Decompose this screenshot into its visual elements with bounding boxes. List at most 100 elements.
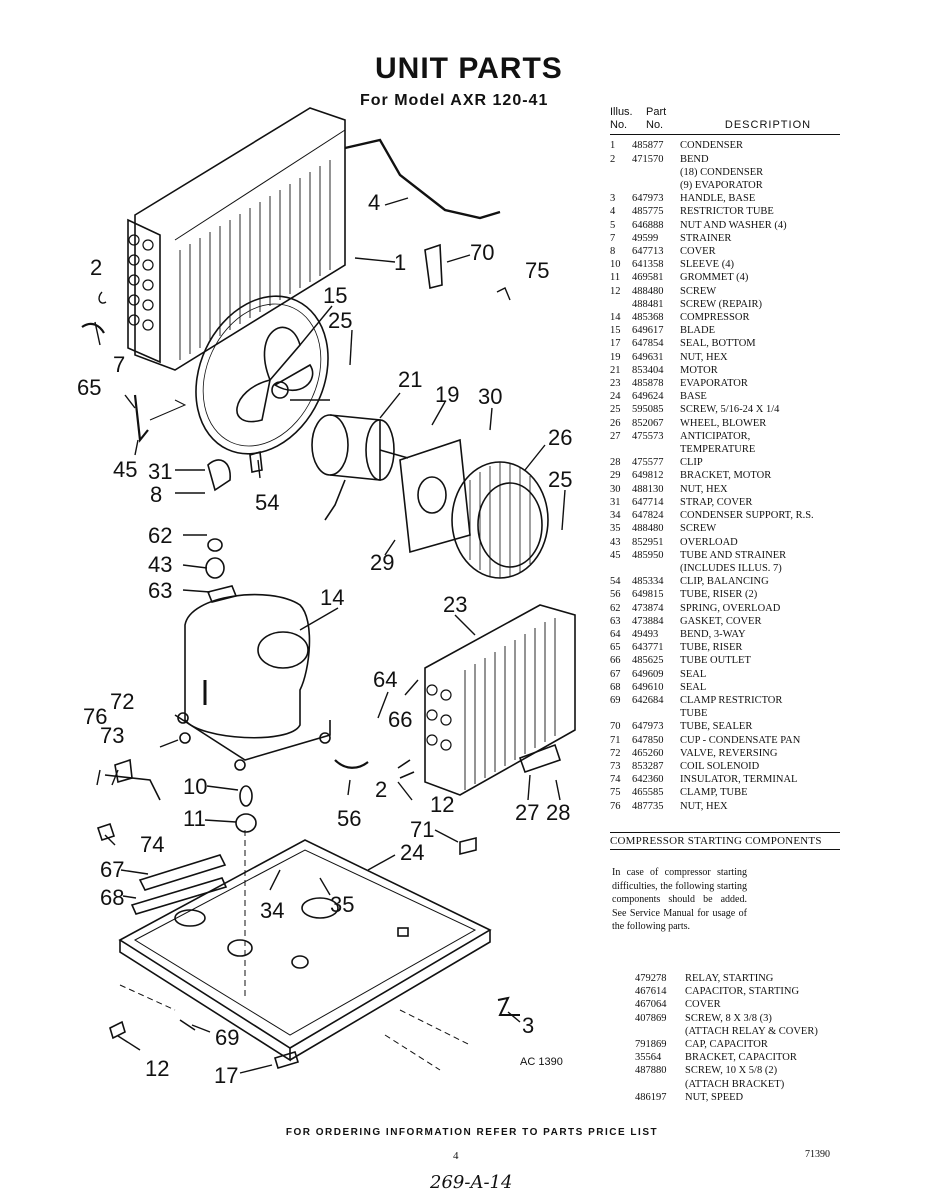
table-row: Tube bbox=[610, 707, 840, 720]
table-row: 69642684Clamp Restrictor bbox=[610, 694, 840, 707]
section-rule bbox=[610, 849, 840, 850]
part-description: Cup - Condensate Pan bbox=[680, 734, 801, 746]
part-number: 595085 bbox=[632, 404, 664, 416]
illus-number: 28 bbox=[610, 457, 621, 469]
part-number: 475577 bbox=[632, 457, 664, 469]
part-number: 488480 bbox=[632, 523, 664, 535]
part-description: Cap, Capacitor bbox=[685, 1039, 768, 1051]
part-description: Screw bbox=[680, 285, 717, 297]
part-number: 853287 bbox=[632, 760, 664, 772]
illus-number: 15 bbox=[610, 325, 621, 337]
table-row: 12488480Screw bbox=[610, 285, 840, 298]
callout-label: 34 bbox=[260, 898, 284, 923]
callout-label: 27 bbox=[515, 800, 539, 825]
callout-label: 43 bbox=[148, 552, 172, 577]
fan-blade-drawing bbox=[195, 295, 329, 455]
compressor-table: 479278Relay, Starting467614Capacitor, St… bbox=[635, 972, 845, 1104]
part-number: 471570 bbox=[632, 153, 664, 165]
illus-number: 30 bbox=[610, 483, 621, 495]
callout-label: 19 bbox=[435, 382, 459, 407]
table-row: Temperature bbox=[610, 443, 840, 456]
callout-label: 24 bbox=[400, 840, 424, 865]
table-row: 67649609Seal bbox=[610, 668, 840, 681]
part-number: 479278 bbox=[635, 973, 667, 984]
part-number: 642684 bbox=[632, 694, 664, 706]
part-description: Anticipator, bbox=[680, 430, 751, 442]
part-number: 487880 bbox=[635, 1065, 667, 1077]
callout-label: 67 bbox=[100, 857, 124, 882]
table-row: (Attach Relay & Cover) bbox=[635, 1025, 845, 1038]
illus-number: 5 bbox=[610, 219, 616, 231]
callout-label: 75 bbox=[525, 258, 549, 283]
part-description: Blade bbox=[680, 325, 715, 337]
part-description: Strainer bbox=[680, 232, 732, 244]
callout-label: 68 bbox=[100, 885, 124, 910]
part-description: Spring, Overload bbox=[680, 602, 781, 614]
part-description: (18) Condenser bbox=[680, 166, 764, 178]
part-description: Bracket, Capacitor bbox=[685, 1052, 797, 1064]
callout-label: 56 bbox=[337, 806, 361, 831]
part-description: Capacitor, Starting bbox=[685, 986, 800, 998]
part-description: Nut, Hex bbox=[680, 800, 728, 812]
part-number: 852951 bbox=[632, 536, 664, 548]
part-description: Tube, Riser (2) bbox=[680, 589, 758, 601]
table-row: 75465585Clamp, Tube bbox=[610, 786, 840, 799]
part-description: Handle, Base bbox=[680, 193, 756, 205]
parts-rows: 1485877Condenser2471570Bend(18) Condense… bbox=[610, 139, 840, 812]
table-row: (Attach Bracket) bbox=[635, 1078, 845, 1091]
part-description: Bracket, Motor bbox=[680, 470, 772, 482]
part-description: Sleeve (4) bbox=[680, 259, 734, 271]
table-row: (Includes Illus. 7) bbox=[610, 562, 840, 575]
callout-label: 25 bbox=[548, 467, 572, 492]
part-number: 852067 bbox=[632, 417, 664, 429]
part-description: Screw bbox=[680, 523, 717, 535]
illus-number: 24 bbox=[610, 391, 621, 403]
illus-number: 66 bbox=[610, 655, 621, 667]
page-number: 4 bbox=[453, 1150, 459, 1162]
illus-number: 75 bbox=[610, 787, 621, 799]
illus-number: 11 bbox=[610, 272, 621, 284]
part-description: Tube, Riser bbox=[680, 642, 743, 654]
callout-label: 73 bbox=[100, 723, 124, 748]
part-number: 475573 bbox=[632, 430, 664, 442]
diagram-callouts: 1 2 2 3 4 7 8 10 11 12 12 14 15 17 19 21… bbox=[77, 190, 572, 1088]
illus-number bbox=[610, 707, 632, 720]
model-subtitle: For Model AXR 120-41 bbox=[360, 92, 549, 109]
col-illus-head: Illus. bbox=[610, 106, 633, 118]
table-row: 749599Strainer bbox=[610, 232, 840, 245]
table-row: 6449493Bend, 3-Way bbox=[610, 628, 840, 641]
table-rule bbox=[610, 134, 840, 136]
table-row: 11469581Grommet (4) bbox=[610, 271, 840, 284]
part-description: Motor bbox=[680, 364, 718, 376]
illus-number bbox=[610, 166, 632, 179]
callout-label: 15 bbox=[323, 283, 347, 308]
callout-label: 8 bbox=[150, 482, 162, 507]
part-number: 647714 bbox=[632, 496, 664, 508]
seal-67-drawing bbox=[138, 854, 227, 891]
part-number: 641358 bbox=[632, 259, 664, 271]
table-row: 35 488480 Screw bbox=[610, 522, 840, 535]
condenser-drawing bbox=[127, 107, 346, 371]
part-number: 49493 bbox=[632, 628, 659, 640]
motor-bracket-drawing bbox=[399, 438, 471, 554]
part-description: Screw, 10 x 5/8 (2) bbox=[685, 1065, 778, 1077]
part-number: 647824 bbox=[632, 510, 664, 522]
part-number: 485950 bbox=[632, 549, 664, 561]
table-row: 488481Screw (Repair) bbox=[610, 298, 840, 311]
callout-label: 65 bbox=[77, 375, 101, 400]
illus-number: 65 bbox=[610, 642, 621, 654]
illus-number: 72 bbox=[610, 747, 621, 759]
callout-label: 1 bbox=[394, 250, 406, 275]
part-description: Temperature bbox=[680, 444, 756, 456]
table-row: 467064Cover bbox=[635, 998, 845, 1011]
illus-number: 25 bbox=[610, 404, 621, 416]
part-description: Tube Outlet bbox=[680, 655, 751, 667]
table-row: 28475577Clip bbox=[610, 456, 840, 469]
callout-label: 26 bbox=[548, 425, 572, 450]
illus-number: 62 bbox=[610, 602, 621, 614]
table-row: 62473874Spring, Overload bbox=[610, 602, 840, 615]
table-row: 5646888Nut and Washer (4) bbox=[610, 219, 840, 232]
illus-number: 35 bbox=[610, 523, 621, 535]
part-number: 35564 bbox=[635, 1052, 662, 1064]
part-number: 485877 bbox=[632, 140, 664, 152]
